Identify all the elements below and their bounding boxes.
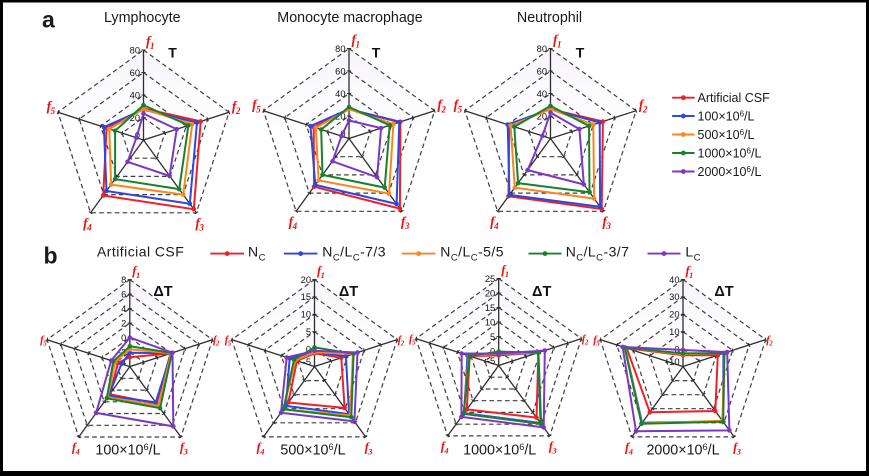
svg-text:ΔT: ΔT bbox=[153, 284, 172, 300]
svg-text:f4: f4 bbox=[625, 440, 633, 456]
svg-text:f5: f5 bbox=[593, 335, 600, 348]
svg-text:f5: f5 bbox=[47, 99, 56, 116]
svg-text:0: 0 bbox=[306, 344, 311, 354]
svg-text:T: T bbox=[168, 44, 177, 60]
svg-text:5: 5 bbox=[306, 327, 311, 337]
svg-text:f3: f3 bbox=[549, 439, 557, 455]
svg-text:f3: f3 bbox=[733, 440, 741, 456]
svg-text:b: b bbox=[44, 243, 58, 269]
svg-text:20: 20 bbox=[537, 111, 547, 121]
svg-text:ΔT: ΔT bbox=[714, 284, 733, 300]
svg-text:T: T bbox=[372, 44, 381, 60]
svg-text:-5: -5 bbox=[487, 356, 495, 366]
svg-text:25: 25 bbox=[485, 274, 495, 284]
svg-text:20: 20 bbox=[485, 288, 495, 298]
svg-text:f5: f5 bbox=[40, 335, 47, 348]
svg-text:80: 80 bbox=[537, 44, 547, 54]
svg-text:ΔT: ΔT bbox=[339, 284, 358, 300]
svg-text:f4: f4 bbox=[72, 441, 80, 457]
svg-text:60: 60 bbox=[537, 66, 547, 76]
svg-text:f2: f2 bbox=[213, 335, 220, 348]
svg-text:f2: f2 bbox=[398, 335, 405, 348]
svg-text:f1: f1 bbox=[352, 32, 361, 49]
svg-text:f2: f2 bbox=[437, 97, 446, 114]
svg-text:f1: f1 bbox=[132, 264, 140, 280]
svg-text:20: 20 bbox=[130, 113, 140, 123]
svg-text:10: 10 bbox=[669, 327, 679, 337]
svg-text:f5: f5 bbox=[454, 97, 463, 114]
svg-text:f3: f3 bbox=[195, 215, 204, 232]
svg-text:500×106/L: 500×106/L bbox=[280, 442, 345, 459]
svg-text:f4: f4 bbox=[83, 215, 92, 232]
svg-text:0: 0 bbox=[490, 346, 495, 356]
svg-text:f4: f4 bbox=[257, 440, 265, 456]
svg-text:40: 40 bbox=[669, 275, 679, 285]
svg-text:4: 4 bbox=[121, 304, 126, 314]
svg-text:60: 60 bbox=[335, 66, 345, 76]
svg-text:Artificial CSF: Artificial CSF bbox=[97, 244, 184, 260]
svg-text:80: 80 bbox=[130, 45, 140, 55]
svg-text:Neutrophil: Neutrophil bbox=[517, 10, 582, 26]
svg-text:f3: f3 bbox=[401, 214, 410, 231]
svg-text:8: 8 bbox=[121, 275, 126, 285]
svg-text:0: 0 bbox=[542, 129, 547, 139]
svg-text:Monocyte macrophage: Monocyte macrophage bbox=[277, 10, 422, 26]
svg-text:80: 80 bbox=[335, 44, 345, 54]
svg-text:40: 40 bbox=[130, 90, 140, 100]
svg-text:f2: f2 bbox=[766, 335, 773, 348]
svg-text:f5: f5 bbox=[409, 334, 416, 347]
svg-text:-10: -10 bbox=[666, 357, 679, 367]
svg-text:f1: f1 bbox=[686, 264, 694, 280]
svg-text:6: 6 bbox=[121, 289, 126, 299]
svg-text:1000×106/L: 1000×106/L bbox=[698, 146, 762, 160]
svg-text:f4: f4 bbox=[490, 214, 499, 231]
svg-text:5: 5 bbox=[490, 332, 495, 342]
svg-text:f1: f1 bbox=[553, 32, 562, 49]
svg-text:f4: f4 bbox=[289, 214, 298, 231]
svg-text:40: 40 bbox=[335, 89, 345, 99]
svg-text:f3: f3 bbox=[365, 440, 373, 456]
svg-text:T: T bbox=[576, 44, 585, 60]
svg-text:1000×106/L: 1000×106/L bbox=[463, 442, 536, 459]
svg-text:10: 10 bbox=[485, 317, 495, 327]
svg-text:500×106/L: 500×106/L bbox=[698, 128, 755, 142]
svg-text:60: 60 bbox=[130, 68, 140, 78]
svg-text:10: 10 bbox=[301, 310, 311, 320]
svg-text:20: 20 bbox=[335, 111, 345, 121]
svg-text:-5: -5 bbox=[303, 357, 311, 367]
svg-text:f2: f2 bbox=[582, 334, 589, 347]
svg-text:2000×106/L: 2000×106/L bbox=[698, 165, 762, 179]
svg-text:15: 15 bbox=[301, 292, 311, 302]
svg-text:40: 40 bbox=[537, 89, 547, 99]
svg-text:0: 0 bbox=[121, 333, 126, 343]
svg-text:20: 20 bbox=[301, 275, 311, 285]
svg-text:20: 20 bbox=[669, 310, 679, 320]
svg-text:f1: f1 bbox=[501, 263, 509, 279]
svg-text:30: 30 bbox=[669, 292, 679, 302]
svg-text:f3: f3 bbox=[602, 214, 611, 231]
svg-text:15: 15 bbox=[485, 303, 495, 313]
svg-text:f5: f5 bbox=[225, 335, 232, 348]
svg-text:ΔT: ΔT bbox=[532, 284, 551, 300]
svg-text:f4: f4 bbox=[441, 439, 449, 455]
svg-text:100×106/L: 100×106/L bbox=[698, 109, 755, 123]
svg-text:f2: f2 bbox=[639, 97, 648, 114]
svg-text:Artificial CSF: Artificial CSF bbox=[698, 91, 771, 105]
svg-text:2000×106/L: 2000×106/L bbox=[646, 442, 719, 459]
svg-text:100×106/L: 100×106/L bbox=[95, 442, 160, 459]
svg-text:f1: f1 bbox=[146, 34, 155, 51]
svg-text:f3: f3 bbox=[180, 441, 188, 457]
svg-text:f2: f2 bbox=[232, 99, 241, 116]
svg-text:f1: f1 bbox=[317, 264, 325, 280]
svg-text:2: 2 bbox=[121, 318, 126, 328]
svg-text:f5: f5 bbox=[252, 97, 261, 114]
svg-text:Lymphocyte: Lymphocyte bbox=[104, 10, 181, 26]
svg-text:a: a bbox=[42, 6, 55, 32]
